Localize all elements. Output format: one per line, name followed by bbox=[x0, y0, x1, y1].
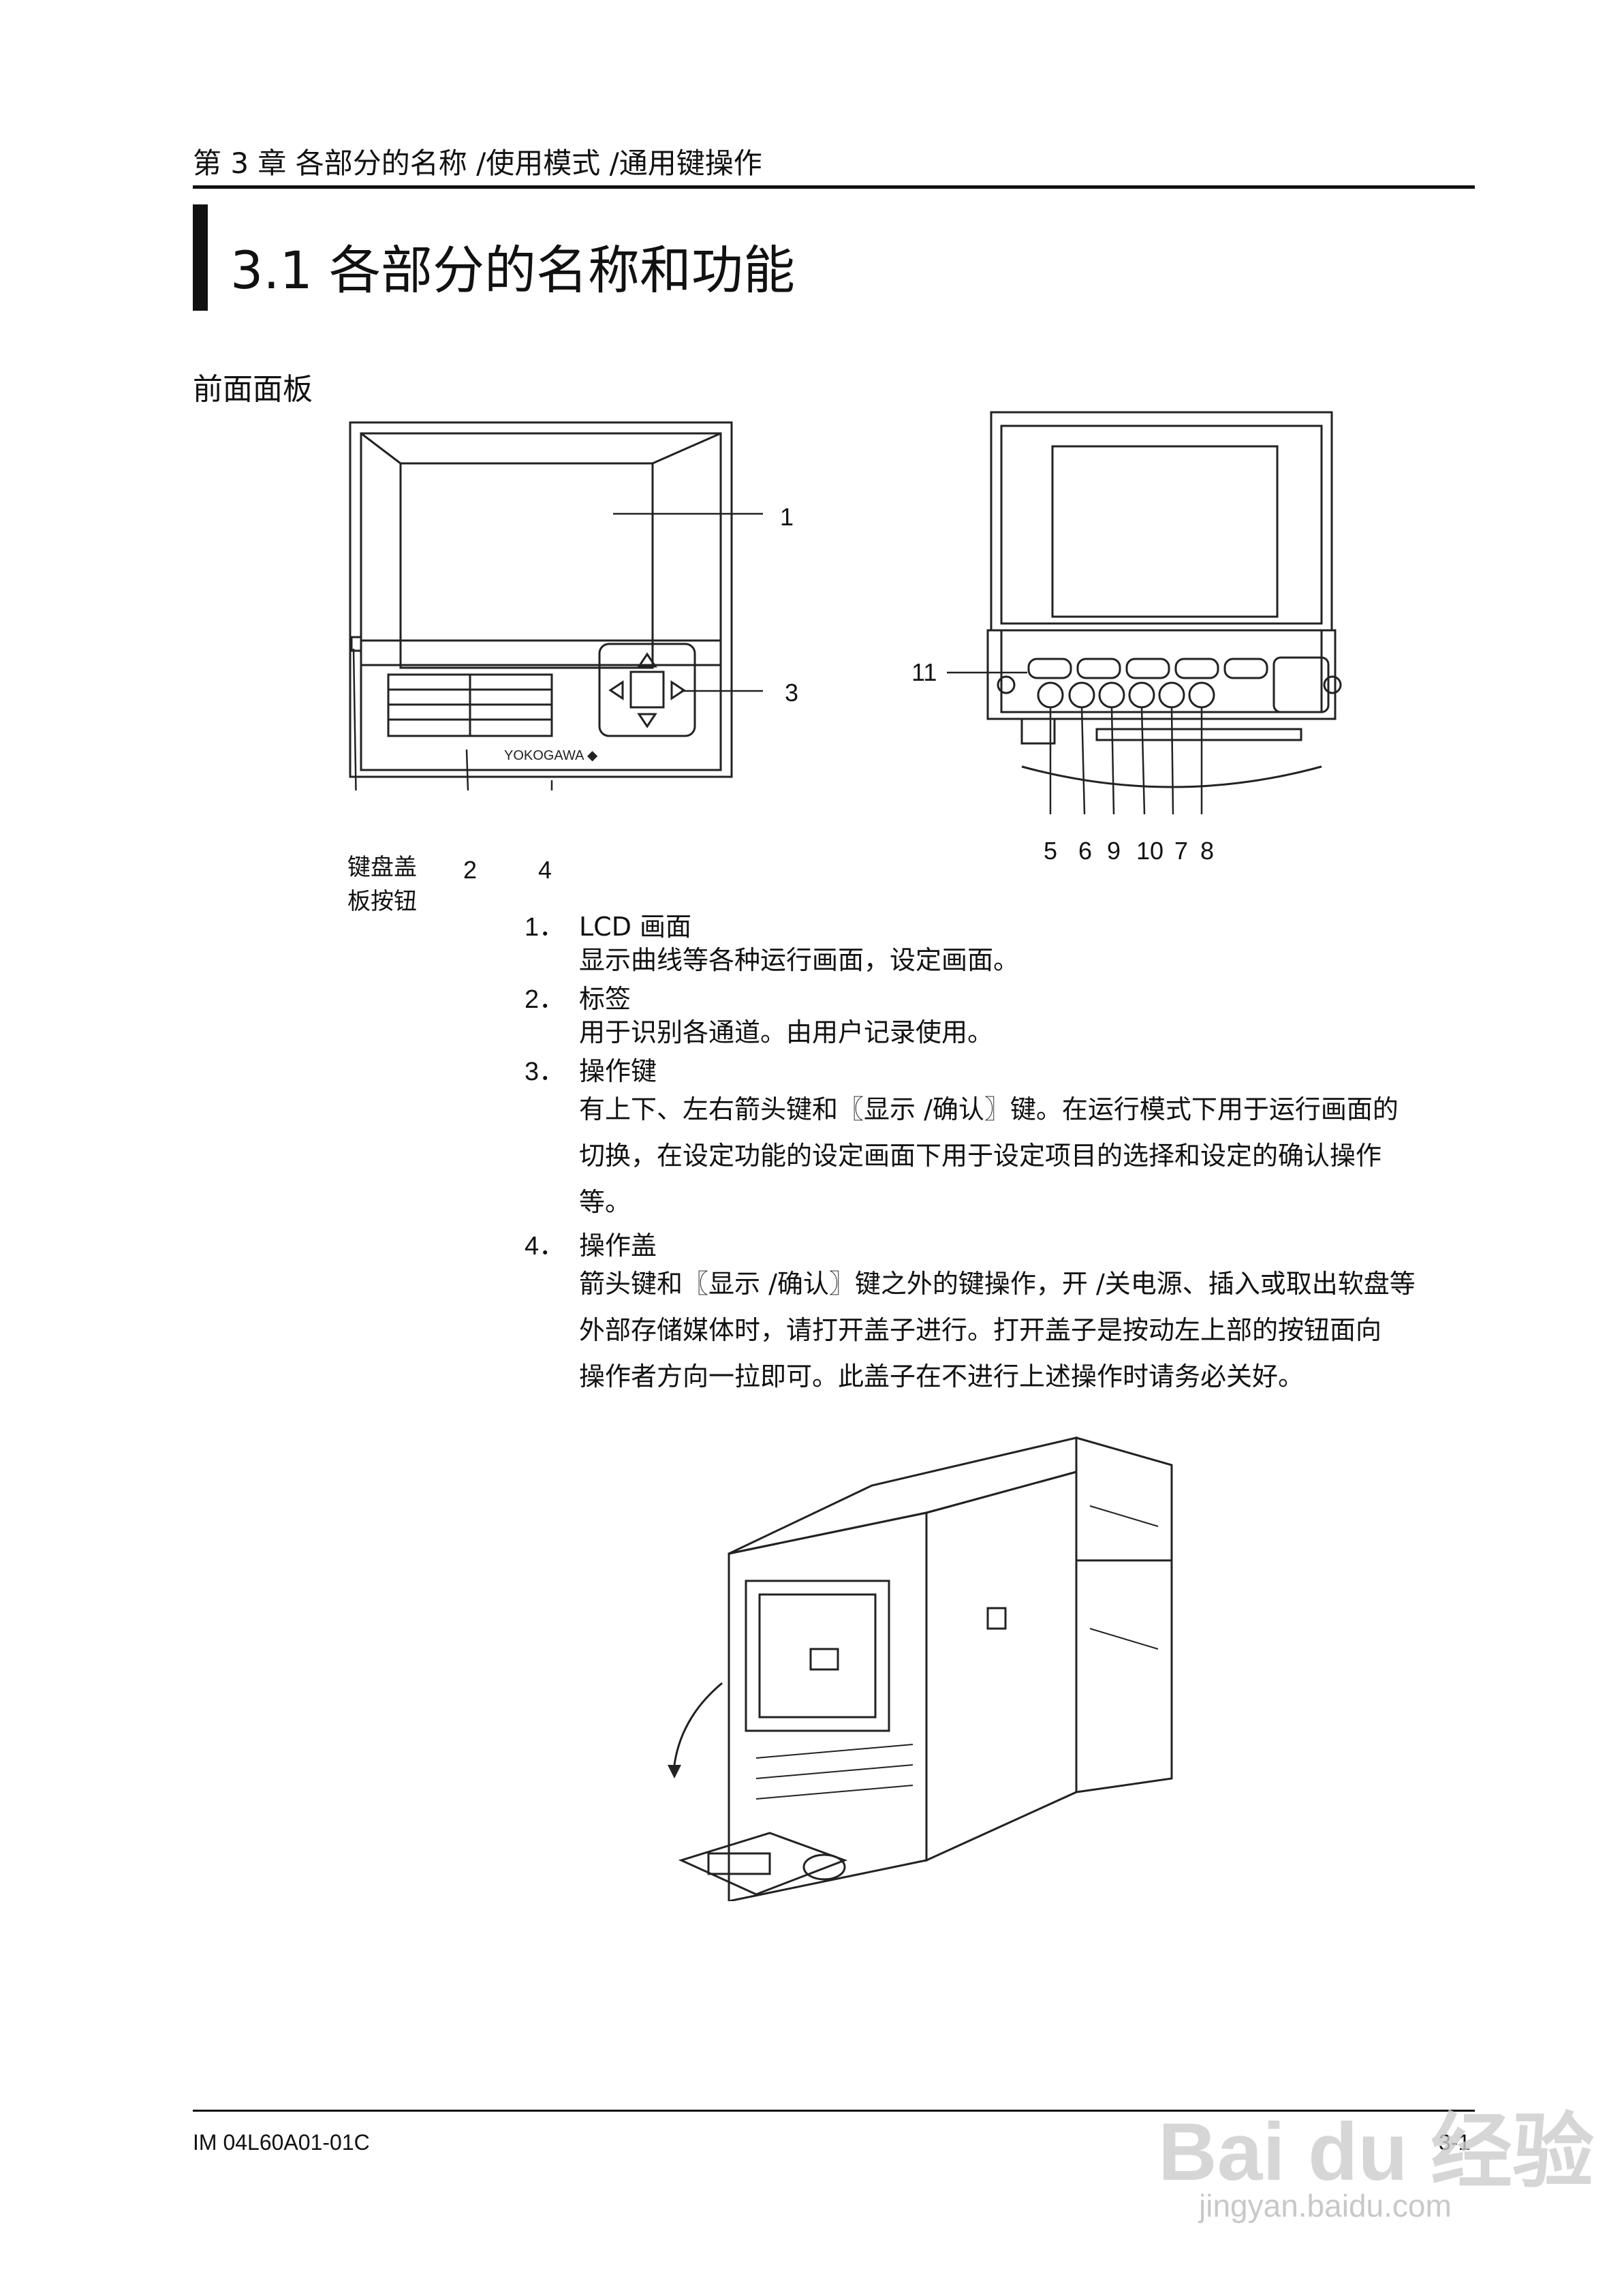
parts-description-list: 1．LCD 画面 显示曲线等各种运行画面，设定画面。 2．标签 用于识别各通道。… bbox=[525, 906, 1478, 1400]
callout-8: 8 bbox=[1200, 837, 1215, 865]
section-title: 3.1 各部分的名称和功能 bbox=[230, 240, 796, 301]
header-rule bbox=[193, 185, 1475, 189]
footer-doc-id: IM 04L60A01-01C bbox=[193, 2130, 370, 2155]
callout-11: 11 bbox=[911, 658, 937, 686]
baidu-watermark-url: jingyan.baidu.com bbox=[1199, 2188, 1452, 2223]
callout-3: 3 bbox=[785, 679, 799, 707]
list-item: 2．标签 用于识别各通道。由用户记录使用。 bbox=[525, 983, 994, 1048]
callout-4: 4 bbox=[538, 856, 552, 884]
front-panel-closed-figure: YOKOGAWA ◆ bbox=[349, 421, 763, 790]
list-item: 3．操作键 有上下、左右箭头键和〖显示 /确认〗键。在运行模式下用于运行画面的 … bbox=[525, 1056, 1399, 1218]
callout-9: 9 bbox=[1107, 837, 1121, 865]
subsection-title: 前面面板 bbox=[193, 372, 313, 407]
chapter-header: 第 3 章 各部分的名称 /使用模式 /通用键操作 bbox=[193, 147, 762, 180]
section-bar bbox=[193, 204, 208, 311]
recorder-isometric-figure bbox=[668, 1436, 1173, 1901]
callout-2: 2 bbox=[463, 856, 478, 884]
baidu-watermark-logo: Bai du 经验 bbox=[1158, 2106, 1595, 2198]
front-panel-open-figure bbox=[947, 411, 1342, 815]
callout-6: 6 bbox=[1078, 837, 1093, 865]
list-item: 4．操作盖 箭头键和〖显示 /确认〗键之外的键操作，开 /关电源、插入或取出软盘… bbox=[525, 1230, 1416, 1392]
list-item: 1．LCD 画面 显示曲线等各种运行画面，设定画面。 bbox=[525, 911, 1020, 976]
footer-rule bbox=[193, 2110, 1475, 2112]
cover-button-caption: 键盘盖 板按钮 bbox=[347, 854, 417, 915]
callout-10: 10 bbox=[1136, 837, 1164, 865]
callout-5: 5 bbox=[1044, 837, 1058, 865]
callout-1: 1 bbox=[780, 503, 794, 531]
brand-label: YOKOGAWA ◆ bbox=[504, 748, 598, 763]
callout-7: 7 bbox=[1174, 837, 1189, 865]
footer-page-number: 3-1 bbox=[1439, 2130, 1471, 2155]
